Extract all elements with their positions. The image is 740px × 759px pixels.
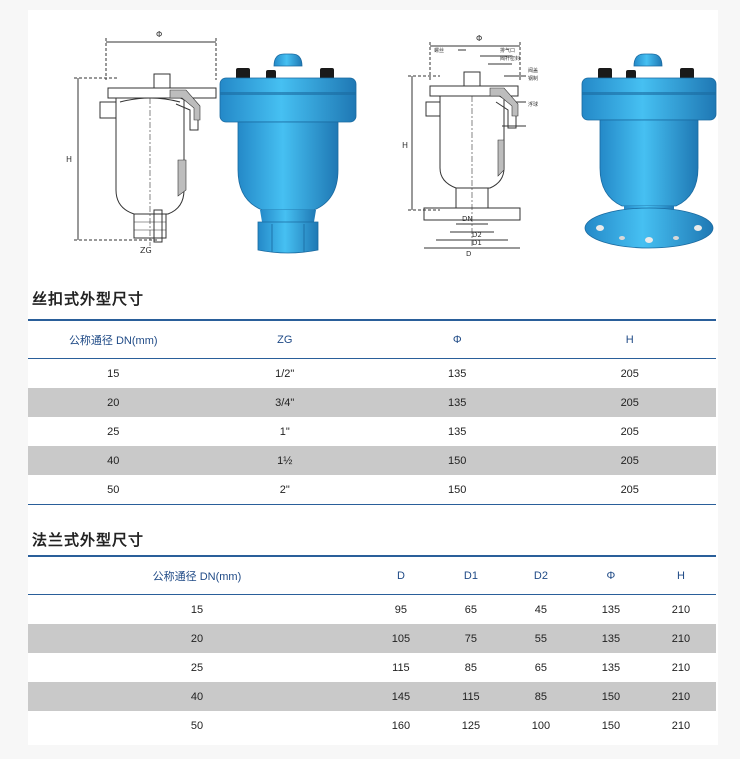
col-header-h: H [543, 319, 716, 359]
cell: 95 [394, 603, 408, 616]
d-label: D [466, 250, 471, 258]
product-sheet: Φ H ZG [28, 10, 718, 745]
cell: 135 [575, 624, 646, 653]
d2-label: D2 [472, 231, 482, 239]
cell: 210 [645, 624, 716, 653]
cell: 105 [365, 624, 436, 653]
callout-3: 阀杆密封 [500, 55, 520, 62]
cell: 40 [28, 682, 366, 711]
cell: 1½ [198, 446, 371, 475]
table-row: 25 1" 135 205 [28, 417, 716, 446]
cell: 65 [534, 661, 548, 674]
table-row: 40 145 115 85 150 210 [28, 682, 716, 711]
cell: 210 [671, 719, 691, 732]
figure-row: Φ H ZG [28, 10, 718, 275]
phi-label: Φ [156, 30, 162, 39]
cell: 25 [107, 425, 120, 438]
table-header-row: 公称通径 DN(mm) D D1 D2 Φ H [28, 555, 716, 595]
cell: 205 [620, 425, 639, 438]
cell: 15 [190, 603, 204, 616]
col-header-d: D [365, 555, 436, 595]
flanged-valve-drawing: Φ H DN D2 D1 D 螺丝 排气口 阀杆密封 阀盖 钢制 浮球 [402, 34, 538, 258]
zg-label: ZG [140, 246, 152, 255]
cell: 50 [28, 475, 199, 505]
callout-1: 螺丝 [434, 47, 444, 54]
cell: 135 [601, 661, 621, 674]
h-label: H [402, 141, 408, 150]
cell: 55 [505, 624, 576, 653]
cell: 115 [392, 661, 410, 674]
cell: 150 [575, 682, 646, 711]
table-row: 20 3/4" 135 205 [28, 388, 716, 417]
cell: 15 [107, 367, 120, 380]
flanged-valve-photo [581, 53, 717, 249]
cell: 135 [448, 367, 467, 380]
cell: 150 [370, 475, 544, 505]
cell: 125 [461, 719, 481, 732]
cell: 25 [190, 661, 204, 674]
cell: 1/2" [275, 367, 295, 380]
cell: 85 [464, 661, 478, 674]
cell: 205 [543, 475, 716, 505]
cell: 135 [601, 603, 621, 616]
table-row: 25 115 85 65 135 210 [28, 653, 716, 682]
cell: 40 [28, 446, 199, 475]
callout-6: 浮球 [528, 101, 538, 108]
cell: 205 [543, 446, 716, 475]
col-header-d2: D2 [505, 555, 576, 595]
h-label: H [66, 155, 72, 164]
col-header-dn: 公称通径 DN(mm) [28, 555, 366, 595]
col-header-zg: ZG [198, 319, 371, 359]
col-header-dn: 公称通径 DN(mm) [28, 319, 199, 359]
cell: 75 [435, 624, 506, 653]
table-row: 15 1/2" 135 205 [28, 359, 716, 389]
cell: 2" [198, 475, 371, 505]
cell: 145 [365, 682, 436, 711]
d1-label: D1 [472, 239, 482, 247]
callout-5: 钢制 [528, 75, 538, 82]
table-row: 50 160 125 100 150 210 [28, 711, 716, 740]
cell: 210 [671, 661, 691, 674]
cell: 115 [435, 682, 506, 711]
flanged-section-title: 法兰式外型尺寸 [32, 531, 145, 549]
table-row: 20 105 75 55 135 210 [28, 624, 716, 653]
cell: 20 [28, 624, 366, 653]
col-header-h: H [645, 555, 716, 595]
col-header-phi: Φ [575, 555, 646, 595]
callout-2: 排气口 [500, 47, 515, 54]
threaded-valve-photo [219, 53, 357, 254]
dn-label: DN [462, 215, 473, 223]
table-header-row: 公称通径 DN(mm) ZG Φ H [28, 319, 716, 359]
table-row: 50 2" 150 205 [28, 475, 716, 505]
table-row: 15 95 65 45 135 210 [28, 595, 716, 625]
callout-4: 阀盖 [528, 67, 538, 74]
cell: 160 [391, 719, 411, 732]
cell: 205 [543, 388, 716, 417]
threaded-section-title: 丝扣式外型尺寸 [32, 290, 145, 308]
threaded-valve-drawing: Φ H ZG [66, 30, 217, 255]
cell: 1" [279, 425, 290, 438]
cell: 210 [671, 603, 691, 616]
cell: 50 [190, 719, 204, 732]
flanged-dimensions-table: 公称通径 DN(mm) D D1 D2 Φ H 15 95 65 45 135 … [28, 555, 716, 740]
cell: 20 [28, 388, 199, 417]
table-row: 40 1½ 150 205 [28, 446, 716, 475]
cell: 150 [370, 446, 544, 475]
threaded-dimensions-table: 公称通径 DN(mm) ZG Φ H 15 1/2" 135 205 20 3/… [28, 319, 716, 505]
cell: 100 [531, 719, 551, 732]
phi-label: Φ [476, 34, 482, 43]
cell: 45 [534, 603, 548, 616]
cell: 205 [620, 367, 639, 380]
cell: 210 [645, 682, 716, 711]
col-header-d1: D1 [435, 555, 506, 595]
cell: 85 [505, 682, 576, 711]
cell: 150 [601, 719, 621, 732]
cell: 135 [370, 388, 544, 417]
cell: 135 [448, 425, 467, 438]
cell: 65 [464, 603, 478, 616]
cell: 3/4" [198, 388, 371, 417]
col-header-phi: Φ [370, 319, 544, 359]
